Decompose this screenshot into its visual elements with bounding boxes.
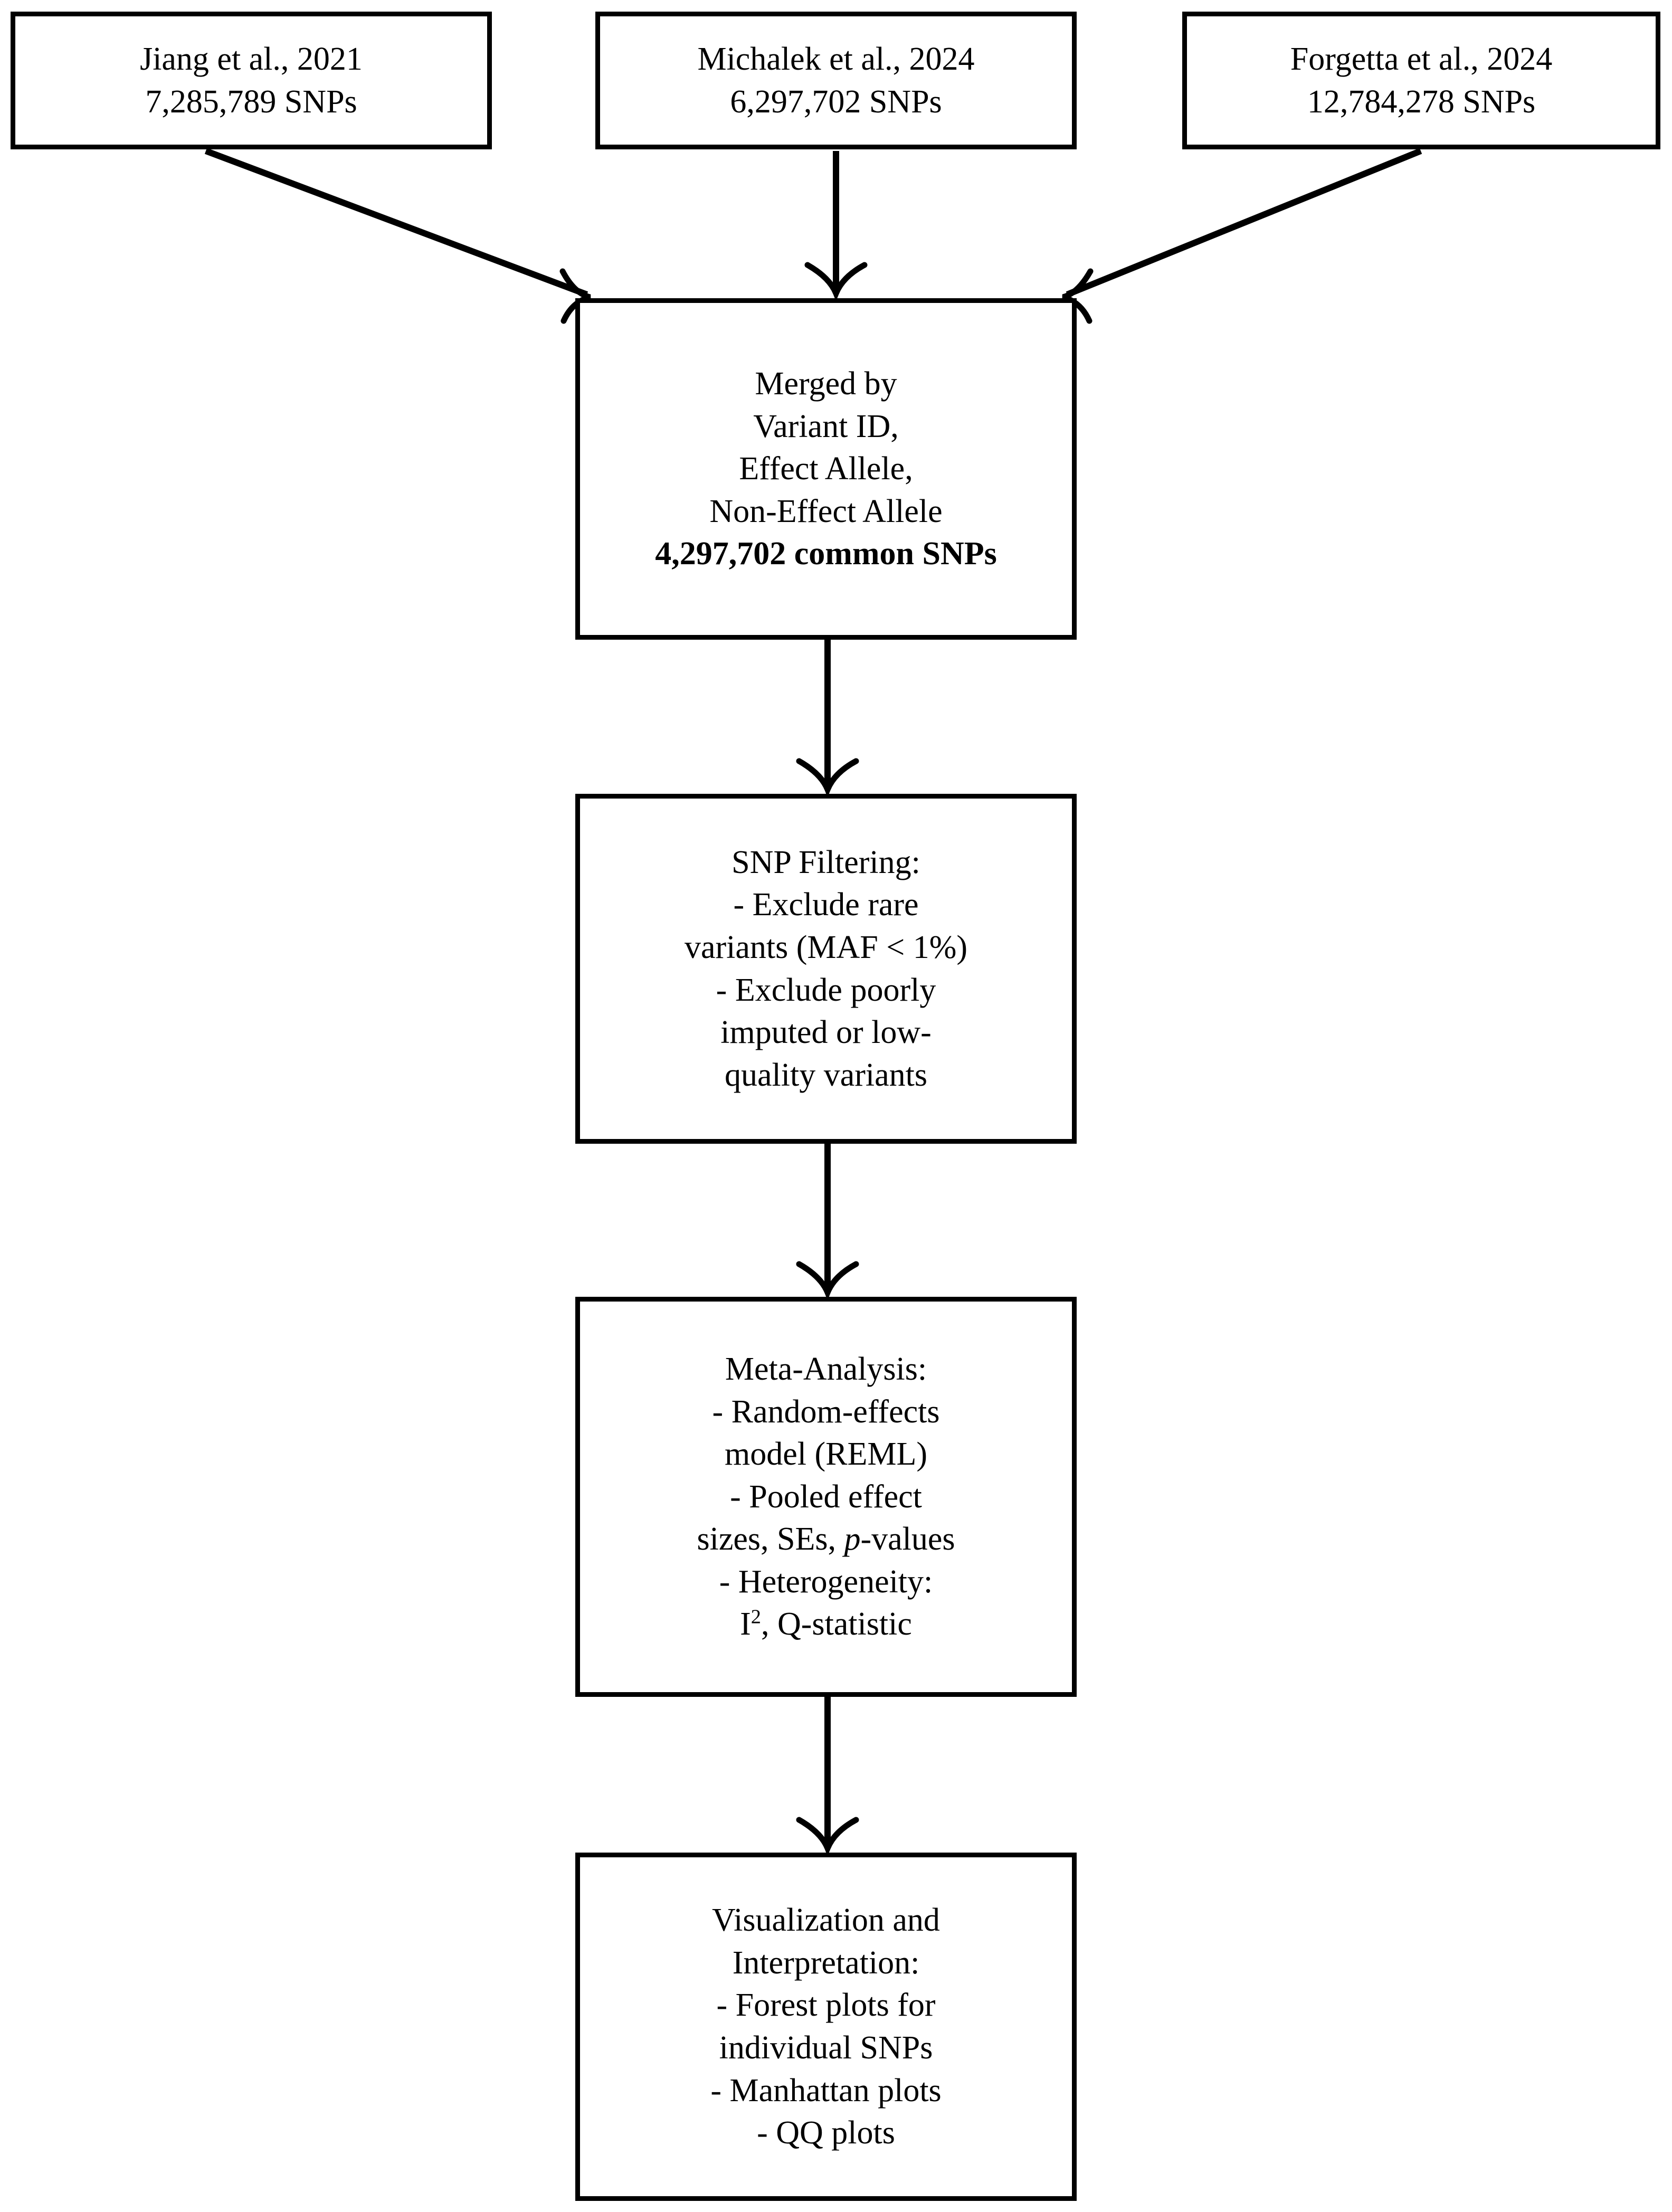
node-merge: Merged by Variant ID, Effect Allele, Non…: [575, 298, 1077, 640]
source-citation: Forgetta et al., 2024: [1290, 41, 1553, 77]
meta-line-2: - Random-effects: [712, 1393, 940, 1430]
merge-line-2: Variant ID,: [753, 408, 899, 444]
filtering-line-5: imputed or low-: [720, 1014, 932, 1051]
merge-line-4: Non-Effect Allele: [709, 493, 943, 529]
arrowhead-source2: [804, 262, 868, 301]
node-source-michalek: Michalek et al., 2024 6,297,702 SNPs: [595, 12, 1077, 149]
visualization-line-4: individual SNPs: [719, 2030, 933, 2066]
source-snp-count: 7,285,789 SNPs: [145, 83, 357, 120]
filtering-line-2: - Exclude rare: [733, 887, 919, 923]
source-citation: Jiang et al., 2021: [140, 41, 363, 77]
source-snp-count: 12,784,278 SNPs: [1307, 83, 1536, 120]
merge-line-3: Effect Allele,: [739, 451, 913, 487]
visualization-line-1: Visualization and: [712, 1902, 940, 1939]
arrow-source3-to-merge: [1066, 148, 1422, 298]
node-visualization-interpretation: Visualization and Interpretation: - Fore…: [575, 1853, 1077, 2201]
visualization-line-5: - Manhattan plots: [710, 2072, 942, 2109]
filtering-line-6: quality variants: [725, 1057, 927, 1093]
meta-line-5-post: -values: [860, 1521, 955, 1558]
arrow-source1-to-merge: [204, 148, 588, 298]
meta-line-3: model (REML): [725, 1436, 927, 1473]
source-snp-count: 6,297,702 SNPs: [730, 83, 942, 120]
node-source-jiang: Jiang et al., 2021 7,285,789 SNPs: [11, 12, 492, 149]
filtering-title: SNP Filtering:: [732, 844, 920, 880]
visualization-line-6: - QQ plots: [757, 2115, 895, 2151]
filtering-line-3: variants (MAF < 1%): [684, 929, 968, 965]
merge-line-1: Merged by: [755, 366, 897, 402]
arrowhead-meta: [796, 1261, 859, 1300]
visualization-line-3: - Forest plots for: [716, 1987, 936, 2024]
arrowhead-filtering: [796, 758, 859, 798]
meta-line-7-post: , Q-statistic: [761, 1606, 912, 1643]
meta-title: Meta-Analysis:: [725, 1351, 927, 1387]
meta-line-5-pre: sizes, SEs,: [697, 1521, 844, 1558]
source-citation: Michalek et al., 2024: [697, 41, 975, 77]
meta-line-5: sizes, SEs, p-values: [697, 1518, 955, 1561]
merge-common-snp-count: 4,297,702 common SNPs: [655, 536, 997, 572]
meta-p-symbol: p: [844, 1521, 861, 1558]
meta-line-7: I2, Q-statistic: [740, 1603, 912, 1646]
node-source-forgetta: Forgetta et al., 2024 12,784,278 SNPs: [1182, 12, 1660, 149]
arrowhead-visualization: [796, 1817, 859, 1856]
filtering-line-4: - Exclude poorly: [716, 972, 936, 1008]
meta-i-squared-exponent: 2: [750, 1606, 762, 1628]
visualization-line-2: Interpretation:: [732, 1944, 920, 1981]
node-snp-filtering: SNP Filtering: - Exclude rare variants (…: [575, 794, 1077, 1144]
meta-i-symbol: I: [740, 1606, 751, 1643]
meta-line-4: - Pooled effect: [730, 1478, 922, 1515]
meta-line-6: - Heterogeneity:: [719, 1563, 933, 1600]
node-meta-analysis: Meta-Analysis: - Random-effects model (R…: [575, 1297, 1077, 1697]
